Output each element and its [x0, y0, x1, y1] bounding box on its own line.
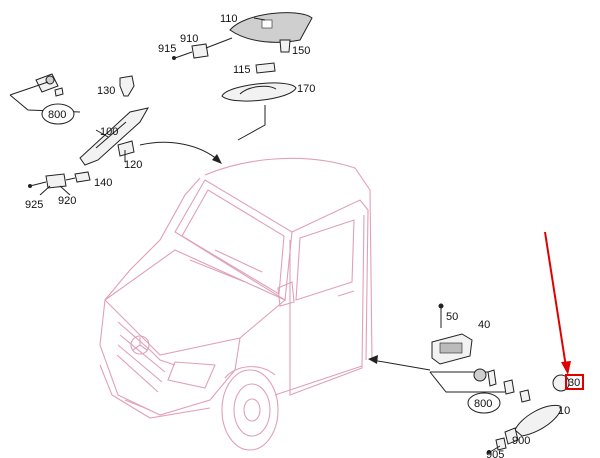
badge-800-top [41, 103, 75, 125]
badge-800-bottom [467, 392, 501, 414]
label-40: 40 [478, 319, 490, 331]
right-lamp-group [429, 303, 570, 454]
van-outline [99, 157, 373, 451]
label-915: 915 [158, 43, 176, 55]
label-140: 140 [94, 177, 112, 189]
label-925: 925 [25, 199, 43, 211]
label-120: 120 [124, 159, 142, 171]
label-170: 170 [297, 83, 315, 95]
arrows [139, 105, 571, 375]
label-910: 910 [180, 33, 198, 45]
label-800-top: 800 [48, 109, 66, 121]
label-130: 130 [97, 85, 115, 97]
label-115: 115 [233, 64, 251, 76]
highlight-box-30 [565, 374, 584, 390]
dome-light-group [172, 12, 313, 102]
label-800-bottom: 800 [474, 398, 492, 410]
label-150: 150 [292, 45, 310, 57]
left-lamp-group [9, 73, 149, 196]
label-100: 100 [100, 126, 118, 138]
label-905: 905 [486, 449, 504, 458]
label-900: 900 [512, 435, 530, 447]
label-110: 110 [220, 13, 238, 25]
label-920: 920 [58, 195, 76, 207]
label-10: 10 [558, 405, 570, 417]
label-50: 50 [446, 311, 458, 323]
label-30: 30 [568, 377, 580, 389]
